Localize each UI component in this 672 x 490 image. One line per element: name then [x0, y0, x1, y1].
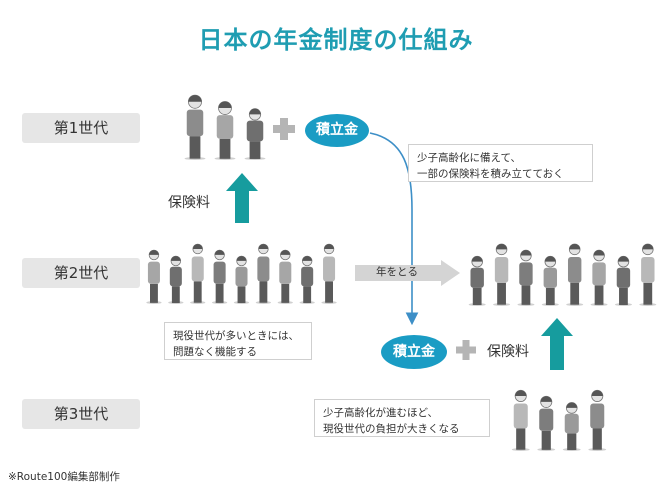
right-arrow-icon	[355, 260, 460, 286]
person-figure	[168, 255, 184, 304]
premium-label-bottom: 保険料	[487, 344, 529, 360]
generation-label-first: 第1世代	[22, 113, 140, 143]
person-figure	[537, 395, 556, 451]
person-figure	[321, 243, 337, 304]
person-figure	[244, 108, 266, 160]
note-line: 現役世代が多いときには、	[173, 330, 299, 342]
person-figure	[233, 255, 250, 304]
premium-label-left: 保険料	[168, 195, 210, 211]
person-figure	[255, 243, 272, 304]
elderly-group-first-gen	[184, 94, 266, 160]
person-figure	[590, 249, 608, 306]
curved-arrow-icon	[369, 132, 419, 326]
worker-group-second-gen	[146, 243, 337, 304]
person-figure	[614, 255, 632, 306]
person-figure	[146, 249, 162, 304]
person-figure	[588, 389, 607, 451]
plus-icon	[456, 340, 476, 360]
person-figure	[562, 402, 581, 451]
note-line: 少子高齢化に備えて、	[417, 152, 521, 164]
note-line: 現役世代の負担が大きくなる	[323, 423, 460, 435]
person-figure	[184, 94, 206, 160]
note-aging-prep: 少子高齢化に備えて、 一部の保険料を積み立てておく	[408, 144, 593, 182]
person-figure	[511, 389, 530, 451]
elderly-group-aged	[468, 243, 657, 306]
page-title: 日本の年金制度の仕組み	[198, 26, 474, 54]
credit-text: ※Route100編集部制作	[8, 471, 120, 483]
person-figure	[566, 243, 584, 306]
person-figure	[541, 255, 559, 306]
note-line: 少子高齢化が進むほど、	[323, 407, 438, 419]
worker-group-third-gen	[511, 389, 607, 451]
reserve-fund-bottom: 積立金	[381, 335, 447, 369]
person-figure	[299, 255, 315, 304]
reserve-fund-top: 積立金	[305, 114, 369, 147]
note-burden: 少子高齢化が進むほど、 現役世代の負担が大きくなる	[314, 399, 490, 437]
person-figure	[493, 243, 511, 306]
up-arrow-icon	[541, 318, 573, 370]
person-figure	[517, 249, 535, 306]
plus-icon	[273, 118, 295, 140]
generation-label-second: 第2世代	[22, 258, 140, 288]
up-arrow-icon	[226, 173, 258, 223]
aging-label: 年をとる	[376, 266, 418, 278]
person-figure	[211, 249, 228, 304]
person-figure	[277, 249, 293, 304]
note-line: 問題なく機能する	[173, 346, 257, 358]
generation-label-third: 第3世代	[22, 399, 140, 429]
person-figure	[190, 243, 206, 304]
person-figure	[639, 243, 657, 306]
note-many-workers: 現役世代が多いときには、 問題なく機能する	[164, 322, 312, 360]
person-figure	[214, 101, 236, 160]
note-line: 一部の保険料を積み立てておく	[417, 168, 564, 180]
person-figure	[468, 255, 486, 306]
